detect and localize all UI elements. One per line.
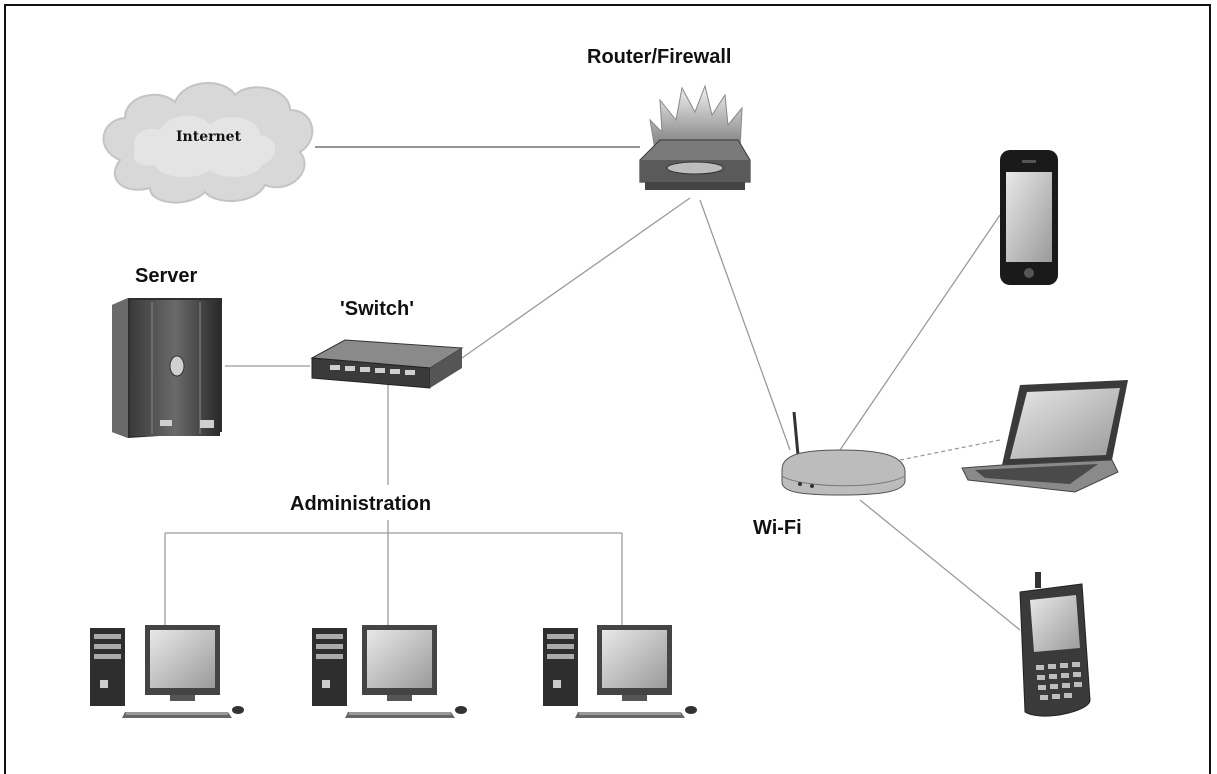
workstation-3: [543, 625, 697, 718]
desktop-workstation-icon: [312, 625, 467, 718]
workstation-2: [312, 625, 467, 718]
smartphone-icon: [1000, 150, 1058, 285]
network-switch-icon: [310, 339, 464, 389]
workstation-1: [90, 625, 244, 718]
link-wifi-phone: [839, 214, 1001, 451]
link-router-switch: [461, 197, 691, 359]
diagram-frame: [4, 4, 1211, 774]
router-firewall-icon: [639, 84, 751, 190]
wifi-access-point-icon: [781, 411, 906, 496]
server-label: Server: [135, 265, 198, 287]
connection-lines: [164, 146, 1021, 631]
switch-label: 'Switch': [340, 298, 414, 320]
router-firewall-label: Router/Firewall: [587, 46, 732, 68]
internet-label: Internet: [176, 129, 242, 145]
wifi-label: Wi-Fi: [753, 517, 802, 539]
desktop-workstation-icon: [543, 625, 697, 718]
server-tower-icon: [112, 298, 222, 438]
administration-label: Administration: [290, 493, 432, 515]
pda-phone-icon: [1019, 572, 1091, 717]
link-router-wifi: [699, 199, 791, 451]
link-wifi-pda: [859, 499, 1021, 631]
desktop-workstation-icon: [90, 625, 244, 718]
internet-cloud-icon: [102, 82, 314, 204]
laptop-icon: [961, 380, 1128, 493]
link-wifi-laptop: [899, 439, 1001, 461]
